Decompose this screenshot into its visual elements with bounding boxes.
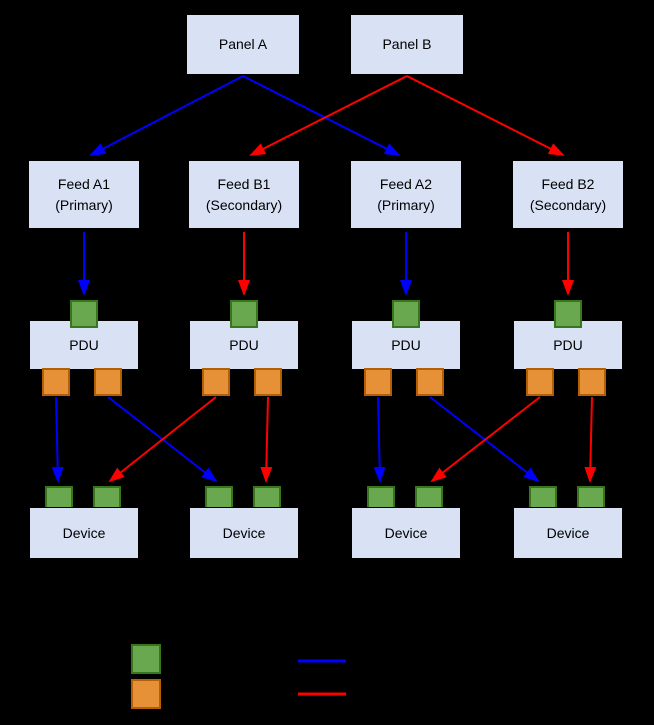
pdu-4-box: PDU: [513, 320, 623, 370]
pdu-1-output-port-left-icon: [42, 368, 70, 396]
legend-output-port-swatch-icon: [131, 679, 161, 709]
feed-b2-text: Feed B2 (Secondary): [530, 174, 606, 215]
arrow-panel-a-to-feed-a2: [242, 75, 401, 156]
device-2-box: Device: [189, 507, 299, 559]
arrow-pdu-4-to-device-4: [584, 396, 597, 483]
device-3-box: Device: [351, 507, 461, 559]
pdu-4-input-port-icon: [554, 300, 582, 328]
panel-b-label: Panel B: [382, 36, 432, 53]
arrow-panel-b-to-feed-b1: [249, 75, 408, 156]
arrow-pdu-1-to-device-1: [51, 396, 64, 483]
arrow-pdu-3-to-device-3: [373, 396, 386, 483]
device-2-label: Device: [222, 524, 266, 541]
device-4-box: Device: [513, 507, 623, 559]
pdu-1-output-port-right-icon: [94, 368, 122, 396]
feed-b2-name: Feed B2: [541, 176, 595, 193]
pdu-3-box: PDU: [351, 320, 461, 370]
feed-b1-box: Feed B1 (Secondary): [188, 160, 300, 229]
feed-a1-text: Feed A1 (Primary): [55, 174, 113, 215]
feed-a2-role: (Primary): [377, 196, 435, 213]
device-3-label: Device: [384, 524, 428, 541]
device-1-label: Device: [62, 524, 106, 541]
feed-a1-box: Feed A1 (Primary): [28, 160, 140, 229]
arrow-panel-b-to-feed-b2: [406, 75, 565, 156]
feed-b1-name: Feed B1: [217, 176, 271, 193]
feed-b2-role: (Secondary): [529, 196, 607, 213]
pdu-2-box: PDU: [189, 320, 299, 370]
panel-b-box: Panel B: [350, 14, 464, 75]
pdu-1-label: PDU: [69, 336, 99, 353]
arrow-pdu-4-to-device-3: [430, 396, 541, 483]
pdu-1-input-port-icon: [70, 300, 98, 328]
panel-a-box: Panel A: [186, 14, 300, 75]
pdu-2-input-port-icon: [230, 300, 258, 328]
feed-a2-name: Feed A2: [379, 176, 433, 193]
pdu-3-input-port-icon: [392, 300, 420, 328]
arrow-pdu-2-to-device-2: [260, 396, 273, 483]
pdu-3-output-port-right-icon: [416, 368, 444, 396]
feed-a2-box: Feed A2 (Primary): [350, 160, 462, 229]
arrow-panel-a-to-feed-a1: [89, 75, 244, 156]
pdu-3-output-port-left-icon: [364, 368, 392, 396]
pdu-4-output-port-right-icon: [578, 368, 606, 396]
arrow-pdu-2-to-device-1: [108, 396, 217, 483]
pdu-3-label: PDU: [391, 336, 421, 353]
panel-a-label: Panel A: [218, 36, 268, 53]
feed-a1-role: (Primary): [55, 196, 113, 213]
arrow-pdu-3-to-device-4: [429, 396, 540, 483]
pdu-1-box: PDU: [29, 320, 139, 370]
feed-a2-text: Feed A2 (Primary): [377, 174, 435, 215]
feed-b1-text: Feed B1 (Secondary): [206, 174, 282, 215]
arrow-pdu-1-to-device-2: [107, 396, 218, 483]
pdu-2-output-port-left-icon: [202, 368, 230, 396]
legend-input-port-swatch-icon: [131, 644, 161, 674]
feed-a1-name: Feed A1: [57, 176, 111, 193]
device-1-box: Device: [29, 507, 139, 559]
pdu-2-output-port-right-icon: [254, 368, 282, 396]
device-4-label: Device: [546, 524, 590, 541]
pdu-4-output-port-left-icon: [526, 368, 554, 396]
pdu-2-label: PDU: [229, 336, 259, 353]
feed-b1-role: (Secondary): [205, 196, 283, 213]
feed-b2-box: Feed B2 (Secondary): [512, 160, 624, 229]
pdu-4-label: PDU: [553, 336, 583, 353]
